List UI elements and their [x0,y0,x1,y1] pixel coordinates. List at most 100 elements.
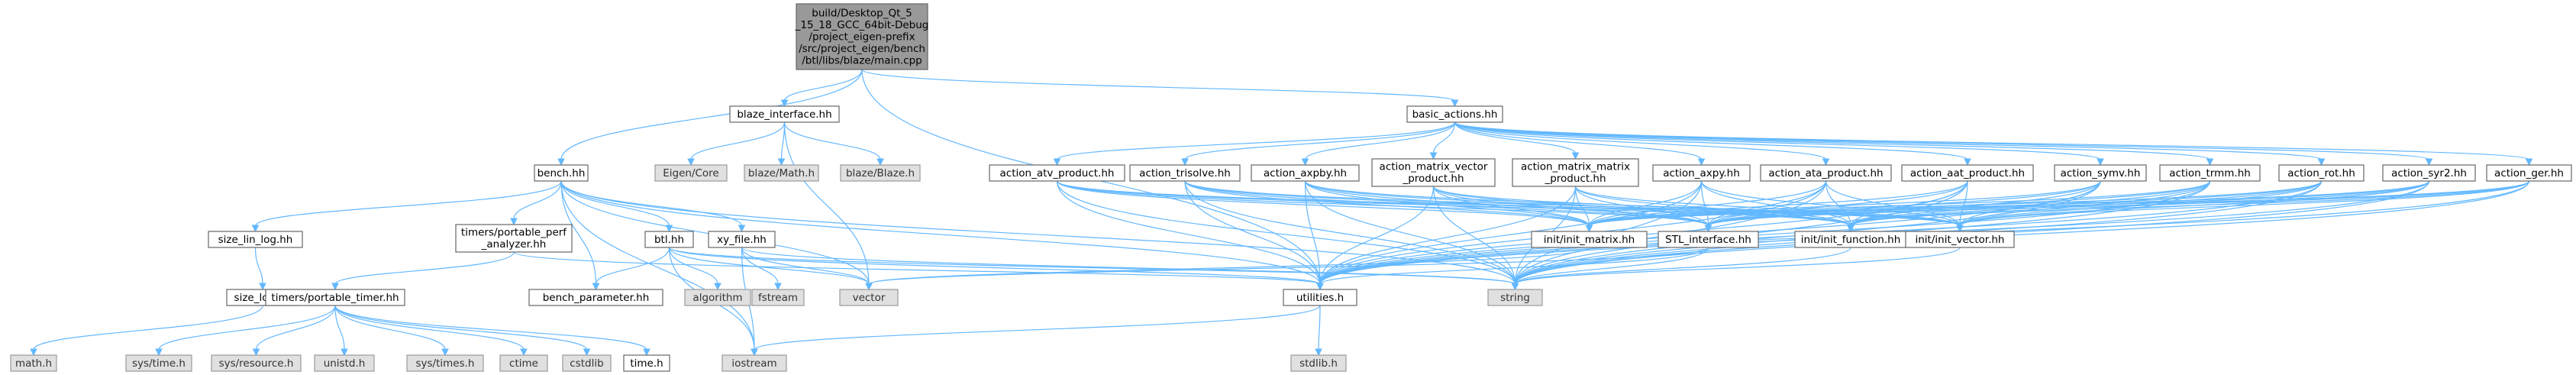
node-xy-file[interactable]: xy_file.hh [708,231,776,248]
node-size-lin-log[interactable]: size_lin_log.hh [208,231,303,248]
edge-line [1454,121,2211,160]
node-box[interactable] [729,105,840,123]
node-label: stdlib.h [1299,357,1338,370]
node-label: _product.hh [1402,173,1464,185]
node-box[interactable] [2054,164,2147,182]
edge-line [1432,121,1456,154]
node-box[interactable] [1406,105,1503,123]
edge-arrowhead [1511,283,1519,291]
edge-line [33,305,263,351]
node-action-aat[interactable]: action_aat_product.hh [1901,164,2034,182]
edge-line [560,180,1321,285]
edge-line [741,247,870,285]
node-label: timers/portable_perf [461,227,567,239]
edge-line [334,305,647,351]
edge-line [1514,247,1961,285]
edge-basic_actions-to-action_mvp [1429,121,1456,160]
node-action-axpby[interactable]: action_axpby.hh [1251,164,1360,182]
edge-line [1319,186,1577,285]
node-box[interactable] [265,289,405,306]
node-init-matrix[interactable]: init/init_matrix.hh [1531,231,1648,248]
edge-line [560,180,597,285]
node-init-vector[interactable]: init/init_vector.hh [1905,231,2015,248]
edge-line [1588,180,1827,227]
node-box[interactable] [1129,164,1241,182]
node-action-rot[interactable]: action_rot.hh [2278,164,2365,182]
node-action-trisolve[interactable]: action_trisolve.hh [1129,164,1241,182]
edge-line [741,247,779,285]
node-box[interactable] [989,164,1125,182]
node-time-h[interactable]: time.h [623,354,670,372]
node-box[interactable] [1531,231,1648,248]
edge-arrowhead [777,158,786,166]
node-action-symv[interactable]: action_symv.hh [2054,164,2147,182]
node-box[interactable] [1512,158,1639,187]
edge-arrowhead [583,348,591,357]
node-box[interactable] [644,231,694,248]
node-box[interactable] [2382,164,2476,182]
node-action-axpy[interactable]: action_axpy.hh [1652,164,1751,182]
node-box[interactable] [1371,158,1496,187]
node-action-syr2[interactable]: action_syr2.hh [2382,164,2476,182]
node-action-mvp[interactable]: action_matrix_vector_product.hh [1371,158,1496,187]
edge-arrowhead [2317,158,2326,166]
node-box[interactable] [1905,231,2015,248]
node-box[interactable] [1760,164,1892,182]
node-label: /project_eigen-prefix [809,31,915,43]
node-stl-interface[interactable]: STL_interface.hh [1658,231,1759,248]
node-blaze-math: blaze/Math.h [744,164,819,182]
edge-line [1304,180,1590,227]
node-basic-actions[interactable]: basic_actions.hh [1406,105,1503,123]
node-label: action_symv.hh [2061,167,2141,179]
node-utilities[interactable]: utilities.h [1283,289,1357,306]
node-box[interactable] [2278,164,2365,182]
edge-line [868,247,1590,285]
edge-line [1850,180,2101,227]
node-blaze-interface[interactable]: blaze_interface.hh [729,105,840,123]
node-label: basic_actions.hh [1412,108,1498,121]
node-box[interactable] [1901,164,2034,182]
node-portable-timer[interactable]: timers/portable_timer.hh [265,289,405,306]
edge-arrowhead [252,348,260,357]
node-box[interactable] [2486,164,2572,182]
node-box[interactable] [2159,164,2261,182]
node-blaze-blaze: blaze/Blaze.h [840,164,921,182]
node-box[interactable] [208,231,303,248]
edge-action_ger-to-init_vector [1956,180,2530,233]
node-box [499,354,548,372]
node-action-ger[interactable]: action_ger.hh [2486,164,2572,182]
node-label: _analyzer.hh [481,238,547,251]
node-box[interactable] [1652,164,1751,182]
node-box[interactable] [528,289,663,306]
node-portable-perf[interactable]: timers/portable_perf_analyzer.hh [455,224,573,253]
node-action-ata[interactable]: action_ata_product.hh [1760,164,1892,182]
node-box[interactable] [623,354,670,372]
node-bench[interactable]: bench.hh [534,164,589,182]
node-box [796,3,928,70]
node-action-mmp[interactable]: action_matrix_matrix_product.hh [1512,158,1639,187]
node-action-trmm[interactable]: action_trmm.hh [2159,164,2261,182]
edge-arrowhead [1451,99,1459,108]
edge-line [1850,180,2211,227]
node-box[interactable] [455,224,573,253]
node-label: action_axpy.hh [1663,167,1740,179]
node-box[interactable] [1283,289,1357,306]
node-box[interactable] [534,164,589,182]
edge-line [560,69,863,160]
edge-basic_actions-to-action_ata [1454,121,1830,166]
edge-action_trisolve-to-stl_interface [1184,180,1712,233]
node-label: string [1500,292,1530,304]
node-label: STL_interface.hh [1665,234,1751,246]
node-bench-parameter[interactable]: bench_parameter.hh [528,289,663,306]
node-btl[interactable]: btl.hh [644,231,694,248]
node-label: /btl/libs/blaze/main.cpp [802,54,922,66]
node-action-atv[interactable]: action_atv_product.hh [989,164,1125,182]
node-box[interactable] [708,231,776,248]
node-box[interactable] [1658,231,1759,248]
edge-line [1588,180,1968,227]
node-box [406,354,484,372]
node-box[interactable] [1251,164,1360,182]
edge-line [1454,121,2323,160]
node-sys-resource: sys/resource.h [211,354,302,372]
node-init-function[interactable]: init/init_function.hh [1794,231,1907,248]
